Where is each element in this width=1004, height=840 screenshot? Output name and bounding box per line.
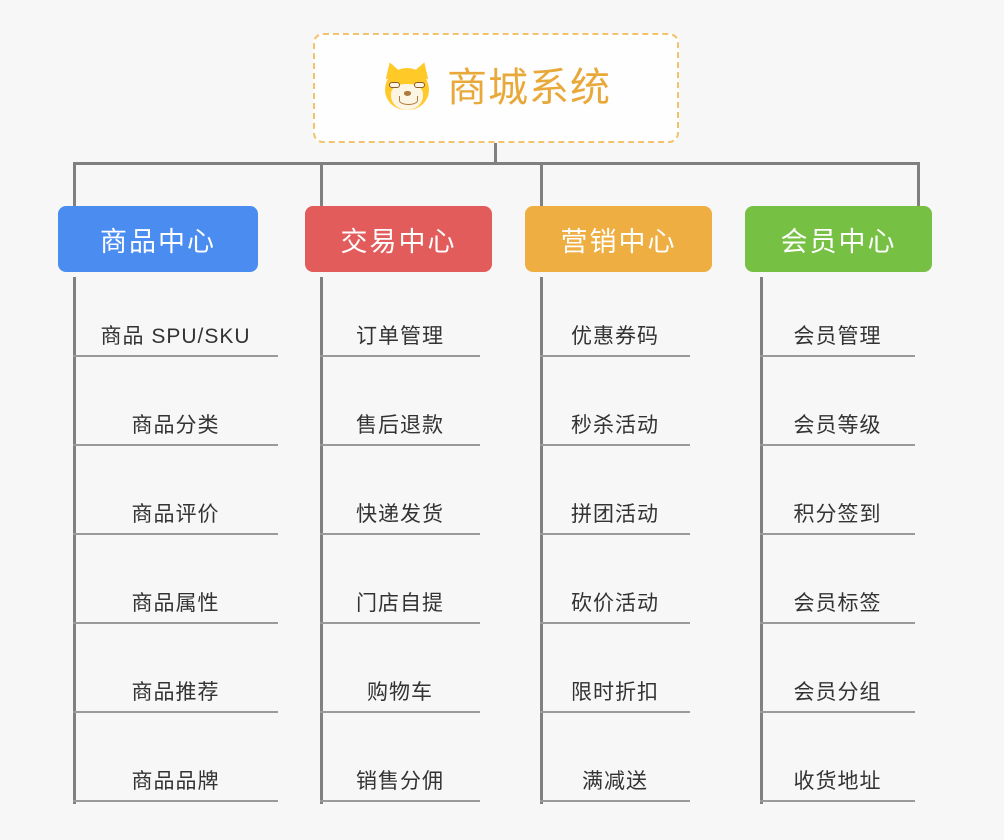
leaf-item-label: 限时折扣 bbox=[571, 681, 659, 704]
leaf-item[interactable]: 拼团活动 bbox=[540, 489, 690, 535]
leaf-item[interactable]: 会员分组 bbox=[760, 667, 915, 713]
category-header-1[interactable]: 商品中心 bbox=[58, 206, 258, 272]
category-header-2[interactable]: 交易中心 bbox=[305, 206, 492, 272]
branch-drop-line-4 bbox=[917, 162, 920, 206]
leaf-item[interactable]: 商品品牌 bbox=[73, 756, 278, 802]
leaf-item-label: 商品评价 bbox=[131, 503, 220, 526]
leaf-item-label: 商品分类 bbox=[131, 414, 220, 437]
leaf-item-label: 商品属性 bbox=[131, 592, 220, 615]
branch-spine-2 bbox=[320, 277, 323, 804]
leaf-item[interactable]: 限时折扣 bbox=[540, 667, 690, 713]
leaf-item-label: 门店自提 bbox=[356, 592, 444, 615]
branch-drop-line-3 bbox=[540, 162, 543, 206]
leaf-item[interactable]: 商品推荐 bbox=[73, 667, 278, 713]
category-header-3[interactable]: 营销中心 bbox=[525, 206, 712, 272]
leaf-item[interactable]: 商品属性 bbox=[73, 578, 278, 624]
leaf-item-label: 拼团活动 bbox=[571, 503, 659, 526]
leaf-item-label: 收货地址 bbox=[793, 770, 882, 793]
branch-drop-line-1 bbox=[73, 162, 76, 206]
leaf-item[interactable]: 快递发货 bbox=[320, 489, 480, 535]
leaf-item[interactable]: 优惠券码 bbox=[540, 311, 690, 357]
leaf-item-label: 砍价活动 bbox=[571, 592, 659, 615]
branch-drop-line-2 bbox=[320, 162, 323, 206]
category-header-label: 商品中心 bbox=[100, 226, 216, 257]
leaf-item[interactable]: 购物车 bbox=[320, 667, 480, 713]
leaf-item-label: 商品推荐 bbox=[131, 681, 220, 704]
leaf-item[interactable]: 商品评价 bbox=[73, 489, 278, 535]
category-header-label: 营销中心 bbox=[560, 226, 677, 257]
leaf-item-label: 购物车 bbox=[367, 681, 433, 704]
leaf-item-label: 积分签到 bbox=[793, 503, 882, 526]
leaf-item-label: 商品 SPU/SKU bbox=[100, 325, 251, 348]
leaf-item-label: 商品品牌 bbox=[131, 770, 220, 793]
branch-spine-1 bbox=[73, 277, 76, 804]
leaf-item-label: 会员管理 bbox=[793, 325, 882, 348]
leaf-item-label: 会员标签 bbox=[793, 592, 882, 615]
leaf-item-label: 秒杀活动 bbox=[571, 414, 659, 437]
bus-line bbox=[73, 162, 917, 165]
leaf-item[interactable]: 商品分类 bbox=[73, 400, 278, 446]
branch-spine-3 bbox=[540, 277, 543, 804]
leaf-item-label: 订单管理 bbox=[356, 325, 444, 348]
leaf-item-label: 销售分佣 bbox=[356, 770, 444, 793]
leaf-item-label: 满减送 bbox=[582, 770, 648, 793]
shiba-dog-face-icon bbox=[381, 59, 433, 114]
category-header-4[interactable]: 会员中心 bbox=[745, 206, 932, 272]
leaf-item[interactable]: 商品 SPU/SKU bbox=[73, 311, 278, 357]
category-header-label: 交易中心 bbox=[340, 226, 457, 257]
leaf-item[interactable]: 秒杀活动 bbox=[540, 400, 690, 446]
category-header-label: 会员中心 bbox=[780, 226, 897, 257]
branch-spine-4 bbox=[760, 277, 763, 804]
leaf-item[interactable]: 门店自提 bbox=[320, 578, 480, 624]
leaf-item[interactable]: 收货地址 bbox=[760, 756, 915, 802]
leaf-item[interactable]: 会员管理 bbox=[760, 311, 915, 357]
trunk-line bbox=[494, 143, 497, 165]
leaf-item-label: 优惠券码 bbox=[571, 325, 659, 348]
root-node[interactable]: 商城系统 bbox=[313, 33, 679, 143]
leaf-item[interactable]: 会员标签 bbox=[760, 578, 915, 624]
root-title: 商城系统 bbox=[447, 66, 611, 110]
leaf-item[interactable]: 销售分佣 bbox=[320, 756, 480, 802]
leaf-item-label: 会员等级 bbox=[793, 414, 882, 437]
leaf-item-label: 售后退款 bbox=[356, 414, 444, 437]
leaf-item-label: 会员分组 bbox=[793, 681, 882, 704]
leaf-item[interactable]: 售后退款 bbox=[320, 400, 480, 446]
leaf-item[interactable]: 订单管理 bbox=[320, 311, 480, 357]
leaf-item[interactable]: 砍价活动 bbox=[540, 578, 690, 624]
leaf-item[interactable]: 会员等级 bbox=[760, 400, 915, 446]
leaf-item[interactable]: 积分签到 bbox=[760, 489, 915, 535]
leaf-item[interactable]: 满减送 bbox=[540, 756, 690, 802]
leaf-item-label: 快递发货 bbox=[356, 503, 444, 526]
